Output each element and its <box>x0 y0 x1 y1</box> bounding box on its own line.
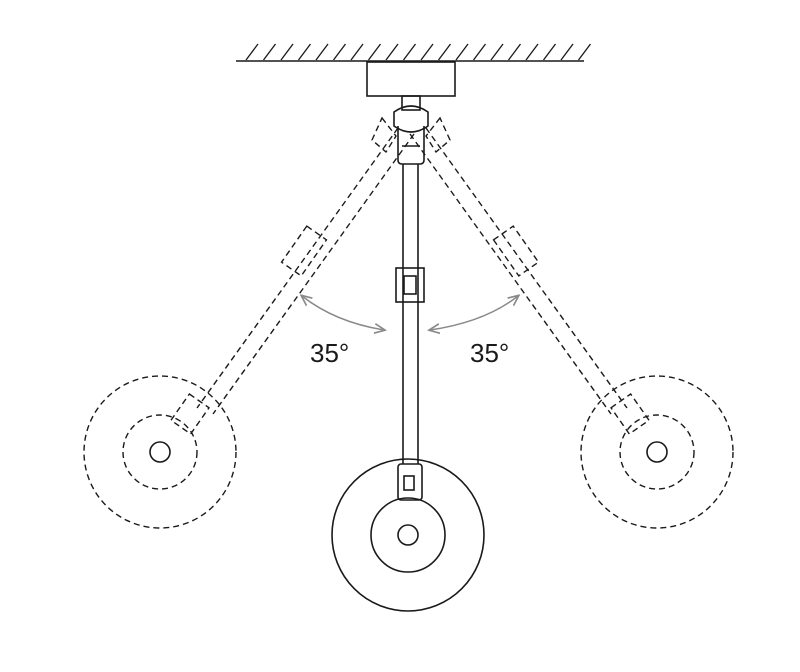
hatch-mark <box>455 43 469 61</box>
right-shade-inner <box>619 414 695 490</box>
right-lower-clamp <box>610 393 650 435</box>
hatch-mark <box>297 43 312 61</box>
left-shade-outer <box>83 375 237 529</box>
ceiling-hatching <box>245 43 592 61</box>
hatch-mark <box>420 43 434 61</box>
left-swing-position <box>83 116 415 529</box>
right-joint <box>425 116 451 154</box>
left-bulb <box>149 441 171 463</box>
left-shade-inner <box>122 414 198 490</box>
ceiling-mount <box>366 61 456 133</box>
hatch-mark <box>472 43 487 61</box>
center-position <box>331 126 485 612</box>
hatch-mark <box>577 43 592 61</box>
left-mid-clamp <box>280 225 328 277</box>
hatch-mark <box>385 43 399 61</box>
center-shade-inner <box>370 497 446 573</box>
canopy <box>366 61 456 97</box>
hatch-mark <box>437 43 452 61</box>
right-shade-outer <box>580 375 734 529</box>
hatch-mark <box>507 43 522 61</box>
hatch-mark <box>490 43 504 61</box>
hatch-mark <box>280 43 294 61</box>
hatch-mark <box>245 43 259 61</box>
center-mid-clamp <box>395 267 425 303</box>
center-shade-outer <box>331 458 485 612</box>
hatch-mark <box>560 43 574 61</box>
left-angle-label: 35° <box>310 338 349 368</box>
left-angle-arrow <box>302 296 384 330</box>
pivot-joint <box>393 105 429 133</box>
right-swing-position <box>409 116 734 529</box>
hatch-mark <box>402 43 417 61</box>
center-upper-bracket <box>397 126 425 165</box>
right-bulb <box>646 441 668 463</box>
hatch-mark <box>542 43 557 61</box>
left-joint <box>371 116 397 154</box>
right-mid-clamp <box>492 225 540 277</box>
hatch-mark <box>350 43 364 61</box>
hatch-mark <box>315 43 329 61</box>
hatch-mark <box>367 43 382 61</box>
hatch-mark <box>525 43 539 61</box>
right-angle-arrow <box>430 296 518 330</box>
mount-neck <box>401 95 421 111</box>
ceiling <box>236 43 592 62</box>
hatch-mark <box>332 43 347 61</box>
center-lower-clamp <box>397 463 423 501</box>
right-angle-label: 35° <box>470 338 509 368</box>
hatch-mark <box>262 43 277 61</box>
center-bulb <box>397 524 419 546</box>
